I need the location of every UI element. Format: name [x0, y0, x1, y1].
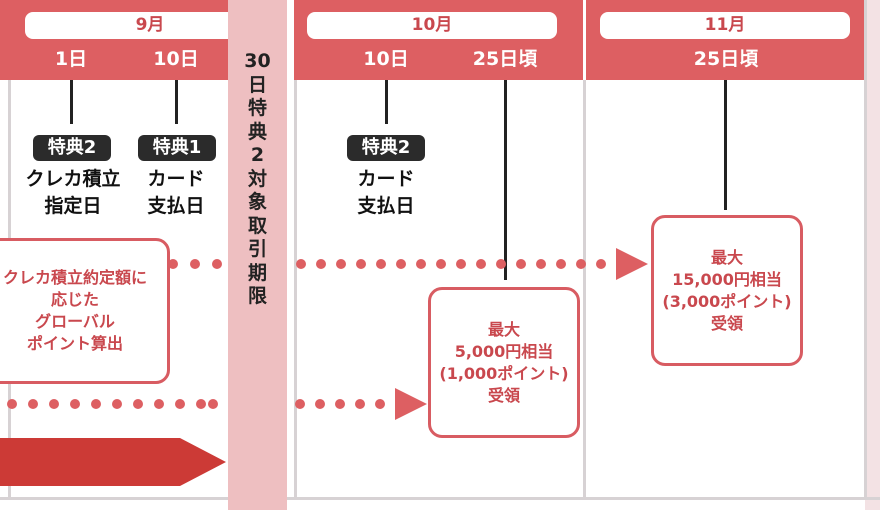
box-line: 受領 — [710, 313, 743, 333]
day-label-oct-10: 10日 — [363, 48, 409, 70]
column-divider — [294, 80, 297, 500]
month-label-november: 11月 — [600, 12, 850, 39]
column-divider — [583, 80, 586, 500]
timeline-tick-oct-10 — [385, 80, 388, 124]
caption-line: 支払日 — [147, 195, 205, 217]
deadline-char: 典 — [247, 120, 267, 143]
timeline-tick-nov-25 — [724, 80, 727, 210]
deadline-char: 30 — [244, 50, 271, 72]
day-label-sep-10: 10日 — [153, 48, 199, 70]
event-caption-sep-10: カード 支払日 — [121, 166, 231, 220]
column-divider — [864, 0, 867, 500]
caption-line: カード — [357, 168, 415, 190]
box-line: 15,000円相当 — [672, 269, 782, 289]
bonus-badge-sep-10: 特典1 — [138, 135, 216, 161]
box-line: 受領 — [487, 385, 520, 405]
timeline-tick-oct-25 — [504, 80, 507, 280]
box-line: 最大 — [710, 247, 743, 267]
box-line: グローバル — [35, 312, 115, 331]
deadline-band — [228, 0, 287, 510]
deadline-char: 対 — [247, 167, 267, 190]
timeline-tick-sep-1 — [70, 80, 73, 124]
october-reward-box: 最大 5,000円相当 (1,000ポイント) 受領 — [428, 287, 580, 438]
caption-line: クレカ積立 — [25, 168, 121, 190]
box-line: 最大 — [487, 319, 520, 339]
deadline-char: 2 — [250, 144, 265, 166]
deadline-char: 特 — [247, 97, 267, 119]
deadline-char: 期 — [247, 261, 267, 284]
day-label-sep-1: 1日 — [54, 48, 88, 70]
box-line: クレカ積立約定額に — [2, 268, 147, 287]
day-label-nov-25: 25日頃 — [693, 48, 759, 70]
bonus-badge-oct-10: 特典2 — [347, 135, 425, 161]
deadline-label: 30 日 特 典 2 対 象 取 引 期 限 — [228, 50, 287, 309]
event-caption-oct-10: カード 支払日 — [331, 166, 441, 220]
deadline-char: 引 — [247, 238, 267, 260]
event-caption-sep-1: クレカ積立 指定日 — [13, 166, 133, 220]
deadline-char: 象 — [247, 191, 267, 213]
caption-line: 支払日 — [357, 195, 415, 217]
box-line: (1,000ポイント) — [439, 363, 569, 383]
box-line: ポイント算出 — [26, 334, 123, 353]
caption-line: 指定日 — [44, 195, 102, 217]
bonus-badge-sep-1: 特典2 — [33, 135, 111, 161]
month-label-october: 10月 — [307, 12, 557, 39]
timeline-tick-sep-10 — [175, 80, 178, 124]
day-label-oct-25: 25日頃 — [472, 48, 538, 70]
deadline-char: 限 — [247, 285, 267, 307]
deadline-char: 取 — [247, 214, 267, 237]
box-line: 応じた — [50, 290, 99, 309]
box-line: (3,000ポイント) — [662, 291, 792, 311]
caption-line: カード — [147, 168, 205, 190]
deadline-char: 日 — [247, 73, 267, 96]
column-divider — [0, 497, 880, 500]
box-line: 5,000円相当 — [454, 341, 554, 361]
points-calculation-box: クレカ積立約定額に 応じた グローバル ポイント算出 — [0, 238, 170, 384]
november-reward-box: 最大 15,000円相当 (3,000ポイント) 受領 — [651, 215, 803, 366]
